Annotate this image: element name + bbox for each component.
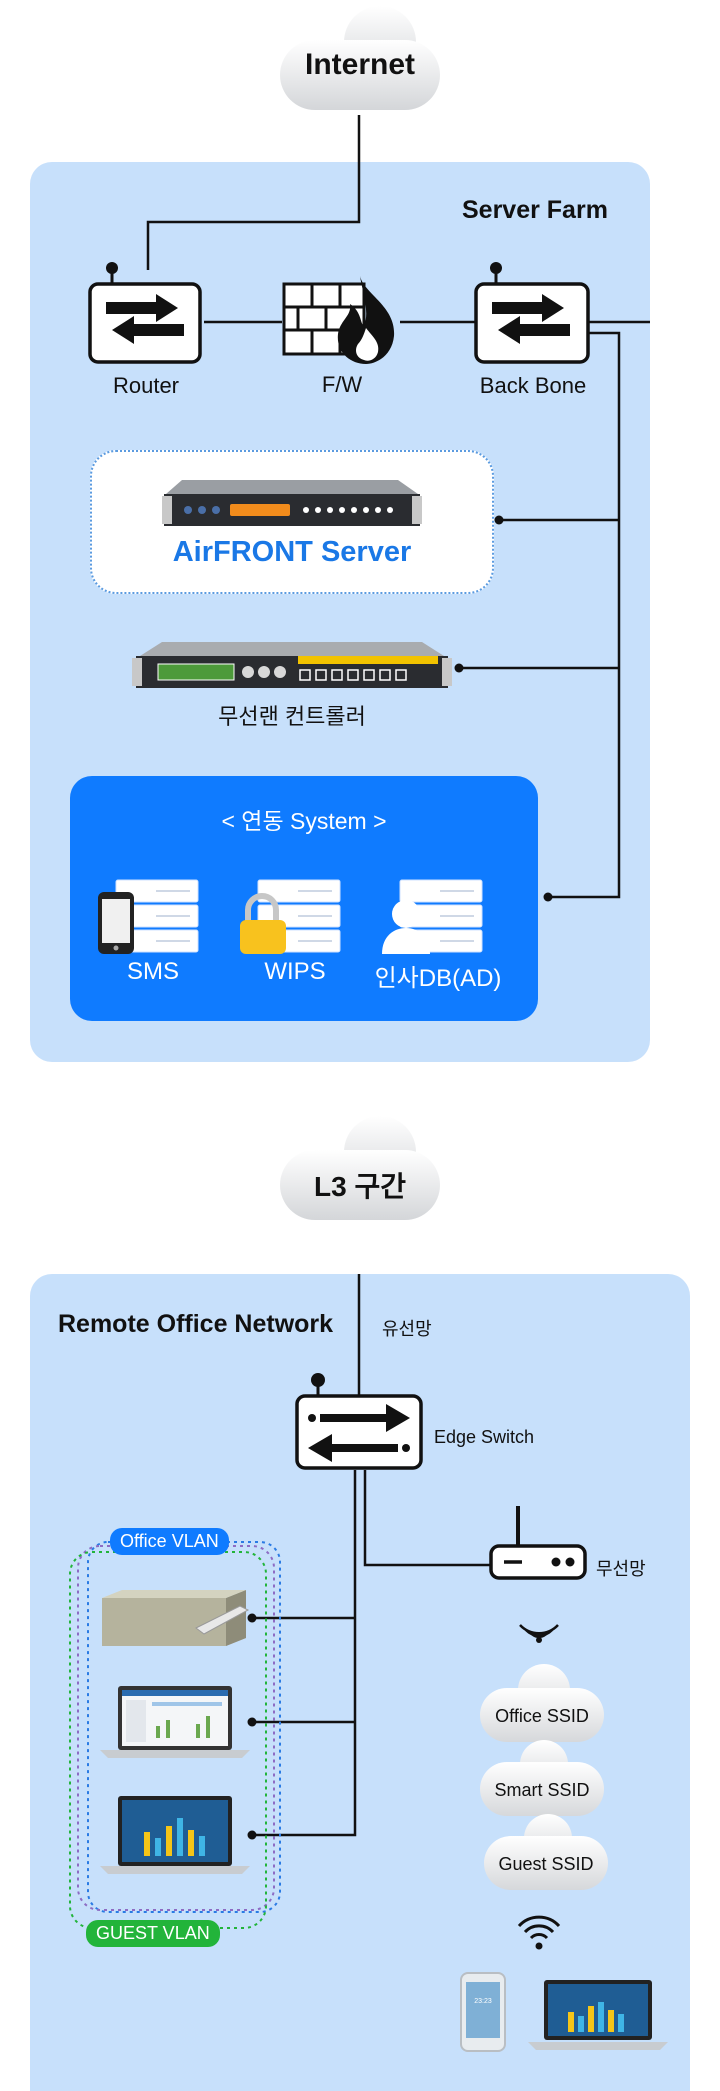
wired-network-label: 유선망 xyxy=(382,1319,432,1339)
ssid-clouds xyxy=(480,1664,608,1890)
smartphone: 23:23 xyxy=(460,1972,506,2052)
phone-clock: 23:23 xyxy=(474,1998,492,2005)
l3-cloud: L3 구간 xyxy=(270,1110,450,1225)
internet-label: Internet xyxy=(304,48,415,81)
wireless-network-label: 무선망 xyxy=(596,1559,646,1579)
hrdb-server-icon xyxy=(382,879,483,954)
router-icon xyxy=(88,262,202,364)
firewall-icon xyxy=(282,276,395,364)
access-point-icon xyxy=(489,1506,587,1580)
airfront-server-box: AirFRONT Server xyxy=(90,450,494,594)
internet-cloud: Internet xyxy=(270,0,450,115)
server-farm-title: Server Farm xyxy=(462,196,608,224)
link-system-box: < 연동 System > SMS WIPS xyxy=(70,776,538,1021)
sms-server-icon xyxy=(98,879,199,954)
office-ssid-label: Office SSID xyxy=(495,1706,589,1726)
office-vlan-tag: Office VLAN xyxy=(110,1528,229,1555)
backbone-label: Back Bone xyxy=(479,373,587,398)
smart-ssid-label: Smart SSID xyxy=(494,1780,590,1800)
wlan-controller-icon xyxy=(132,642,452,688)
guest-vlan-tag: GUEST VLAN xyxy=(86,1920,220,1947)
wips-label: WIPS xyxy=(264,958,326,985)
laptop-chart-icon xyxy=(100,1796,250,1874)
guest-ssid-label: Guest SSID xyxy=(498,1854,594,1874)
wlan-controller-label: 무선랜 컨트롤러 xyxy=(218,704,366,729)
link-system-title: < 연동 System > xyxy=(221,808,387,834)
phone-screen: 23:23 xyxy=(466,1982,500,2038)
l3-label: L3 구간 xyxy=(314,1171,406,1202)
backbone-switch-icon xyxy=(474,262,590,364)
server-farm-links xyxy=(146,115,650,902)
rack-server-icon xyxy=(162,480,422,526)
wips-server-icon xyxy=(240,879,341,954)
desktop-pc-icon xyxy=(102,1590,250,1646)
firewall-label: F/W xyxy=(321,372,363,397)
wifi-icon xyxy=(517,1915,561,1950)
laptop-dashboard-icon xyxy=(100,1686,250,1758)
wifi-signal-icon xyxy=(519,1624,559,1643)
laptop-icon xyxy=(528,1980,668,2050)
cloud-icon xyxy=(280,6,440,110)
remote-office-title: Remote Office Network xyxy=(58,1310,334,1338)
hrdb-label: 인사DB(AD) xyxy=(374,965,502,992)
edge-switch-label: Edge Switch xyxy=(434,1427,535,1447)
cloud-icon xyxy=(280,1116,440,1220)
edge-switch-icon xyxy=(295,1373,423,1470)
router-label: Router xyxy=(112,373,180,398)
sms-label: SMS xyxy=(126,958,179,985)
airfront-server-label: AirFRONT Server xyxy=(172,536,412,568)
